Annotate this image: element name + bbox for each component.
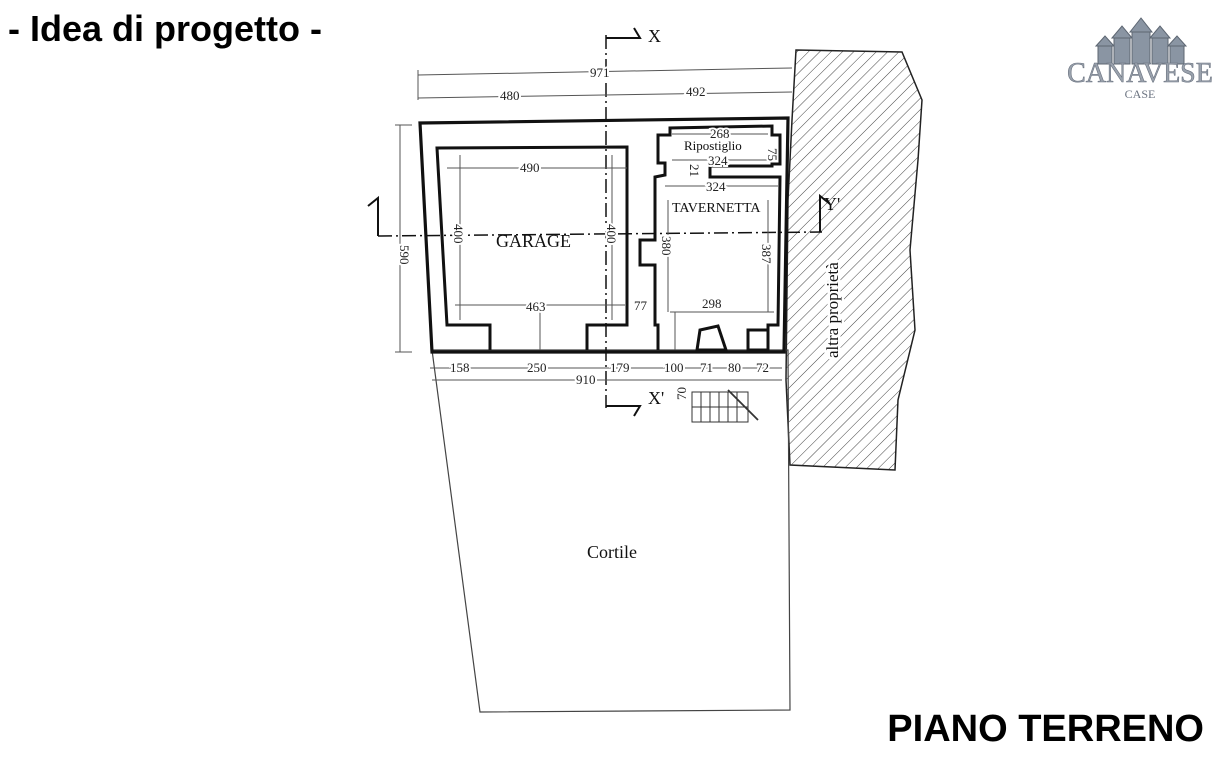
houses-icon [1094, 17, 1188, 65]
dim-rip-bottom: 324 [708, 153, 728, 168]
dim-stairs: 70 [674, 387, 689, 400]
dim-left-top: 480 [500, 88, 520, 103]
neighbor-property [785, 49, 923, 471]
dim-tav-right: 387 [759, 244, 774, 264]
dim-garage-inner-bottom: 463 [526, 299, 546, 314]
tavernetta-label: TAVERNETTA [672, 201, 761, 216]
section-x-top: X [648, 26, 661, 46]
dim-total-bottom: 910 [576, 372, 596, 387]
courtyard-label: Cortile [587, 542, 637, 562]
section-y-right: Y' [824, 194, 840, 214]
section-line-x [605, 27, 642, 417]
garage-walls [435, 145, 629, 350]
dim-tav-top: 324 [706, 179, 726, 194]
dim-garage-width: 490 [520, 160, 540, 175]
stairs [691, 389, 759, 423]
dim-total-top: 971 [590, 65, 610, 80]
dimension-lines [395, 67, 793, 381]
dim-right-top: 492 [686, 84, 706, 99]
company-logo: CANAVESE CASE [1067, 17, 1213, 101]
dim-seg-158: 158 [450, 360, 470, 375]
dim-rip-top: 268 [710, 126, 730, 141]
dim-tav-left: 380 [659, 236, 674, 256]
dim-seg-80: 80 [728, 360, 741, 375]
page-title: - Idea di progetto - [8, 8, 322, 49]
dim-overall-height: 590 [397, 245, 412, 265]
garage-label: GARAGE [496, 231, 571, 251]
dim-garage-height-left: 400 [451, 224, 466, 244]
dim-tav-bottom: 298 [702, 296, 722, 311]
ripostiglio-label: Ripostiglio [684, 138, 742, 153]
logo-main-text: CANAVESE [1067, 58, 1213, 89]
dim-seg-100: 100 [664, 360, 684, 375]
dim-seg-250: 250 [527, 360, 547, 375]
neighbor-label: altra proprietà [823, 262, 842, 358]
dim-wall-mid: 77 [634, 298, 648, 313]
dim-garage-height-right: 400 [604, 224, 619, 244]
dimension-labels: 971 480 492 490 400 400 463 590 268 324 … [395, 63, 782, 402]
courtyard-outline [431, 349, 791, 713]
tavernetta-walls [638, 124, 782, 352]
dim-rip-wall: 21 [687, 164, 702, 177]
dim-rip-side: 75 [765, 148, 780, 161]
dim-seg-72: 72 [756, 360, 769, 375]
section-line-y [367, 193, 831, 237]
floor-title: PIANO TERRENO [887, 708, 1204, 750]
building-outer-wall [418, 116, 790, 354]
logo-sub-text: CASE [1125, 87, 1156, 101]
dim-seg-179: 179 [610, 360, 630, 375]
dim-seg-71: 71 [700, 360, 713, 375]
section-x-bottom: X' [648, 388, 664, 408]
